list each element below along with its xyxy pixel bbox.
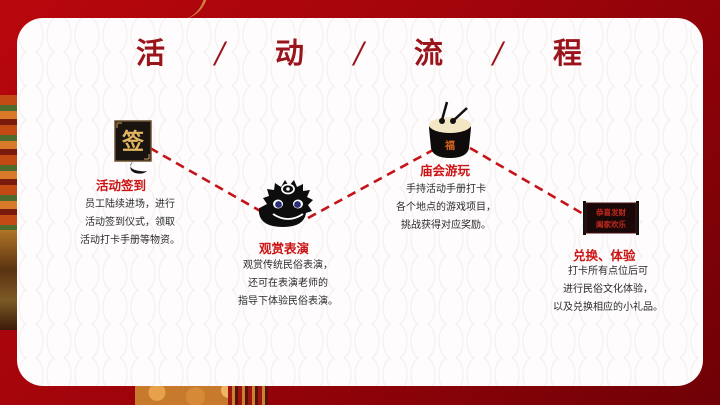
- step-title-redeem-experience: 兑换、体验: [573, 248, 636, 263]
- step-title-performance: 观赏表演: [259, 241, 310, 256]
- svg-text:恭喜发财: 恭喜发财: [595, 207, 626, 217]
- background-pagoda-base-decoration: [0, 230, 20, 330]
- step-desc-checkin: 员工陆续进场，进行 活动签到仪式，领取 活动打卡手册等物资。: [80, 199, 180, 246]
- title-char: 动: [274, 36, 306, 70]
- title-separator: /: [215, 36, 227, 70]
- step-title-checkin: 活动签到: [96, 178, 147, 193]
- lion-dance-head-icon: [254, 174, 317, 232]
- svg-text:福: 福: [444, 139, 455, 152]
- page-title: 活 / 动 / 流 / 程: [0, 30, 720, 72]
- svg-text:阖家欢乐: 阖家欢乐: [596, 219, 626, 229]
- scroll-icon: 恭喜发财 阖家欢乐: [583, 201, 639, 235]
- content-card: [17, 18, 703, 386]
- title-char: 程: [553, 36, 585, 70]
- title-separator: /: [354, 36, 366, 70]
- background-pillar-decoration: [228, 384, 268, 405]
- step-desc-temple-fair: 手持活动手册打卡 各个地点的游戏项目， 挑战获得对应奖励。: [396, 184, 496, 231]
- title-char: 流: [414, 36, 446, 70]
- svg-text:签: 签: [121, 129, 145, 155]
- title-char: 活: [135, 36, 167, 70]
- drum-icon: 福: [425, 100, 475, 160]
- sign-in-plaque-icon: 签: [114, 120, 152, 176]
- step-desc-redeem-experience: 打卡所有点位后可 进行民俗文化体验， 以及兑换相应的小礼品。: [553, 266, 663, 313]
- title-separator: /: [493, 36, 505, 70]
- step-desc-performance: 观赏传统民俗表演， 还可在表演老师的 指导下体验民俗表演。: [238, 260, 338, 307]
- background-cloud-decoration: [135, 384, 245, 405]
- step-title-temple-fair: 庙会游玩: [420, 163, 471, 178]
